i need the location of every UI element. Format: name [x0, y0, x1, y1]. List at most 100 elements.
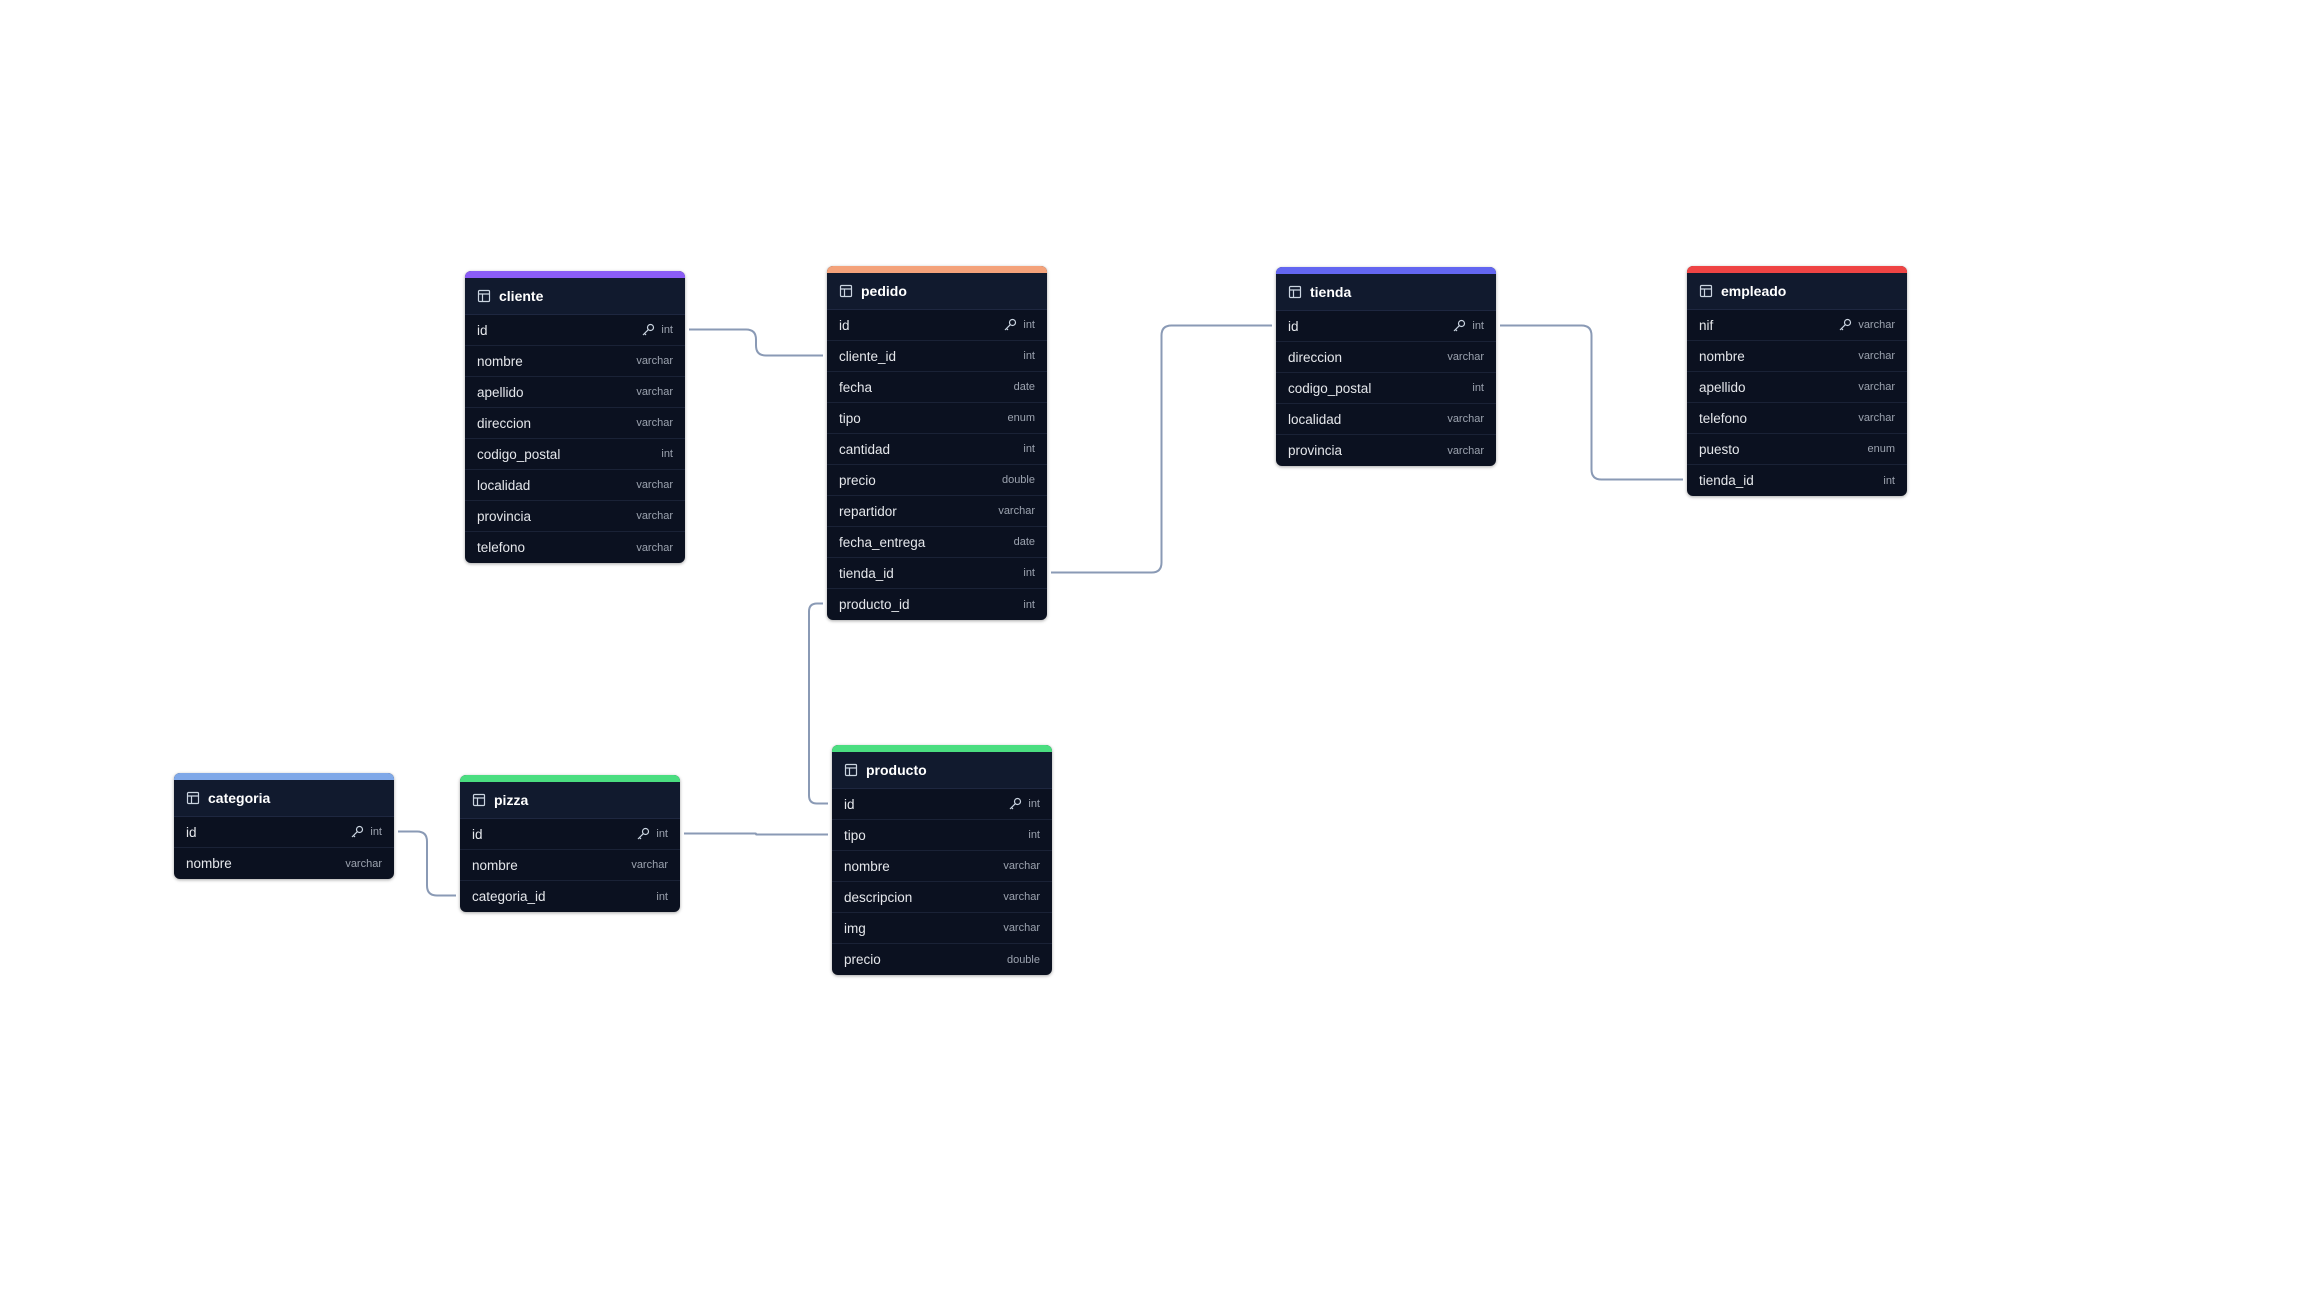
table-header[interactable]: categoria: [174, 780, 394, 817]
column-row-puesto[interactable]: puesto enum: [1687, 434, 1907, 465]
column-name: nombre: [1699, 348, 1745, 364]
column-row-precio[interactable]: precio double: [832, 944, 1052, 975]
column-row-localidad[interactable]: localidad varchar: [465, 470, 685, 501]
column-type: int: [1023, 598, 1035, 611]
column-row-fecha[interactable]: fecha date: [827, 372, 1047, 403]
column-name: tienda_id: [839, 565, 894, 581]
relation-pedido-tienda[interactable]: [1051, 324, 1272, 574]
column-type: varchar: [1858, 319, 1895, 331]
column-type: varchar: [636, 355, 673, 367]
column-type: int: [1023, 567, 1035, 579]
table-icon: [839, 284, 853, 298]
table-icon: [477, 289, 491, 303]
table-name: empleado: [1721, 283, 1787, 299]
table-header[interactable]: cliente: [465, 278, 685, 315]
column-name: fecha: [839, 379, 873, 395]
table-name: producto: [866, 762, 927, 778]
column-row-tienda-id[interactable]: tienda_id int: [827, 558, 1047, 589]
column-row-direccion[interactable]: direccion varchar: [1276, 342, 1496, 373]
table-header[interactable]: producto: [832, 752, 1052, 789]
table-color-bar: [465, 271, 685, 278]
column-type: varchar: [345, 857, 382, 870]
relation-categoria-pizza[interactable]: [398, 830, 456, 897]
column-name: localidad: [1288, 411, 1342, 427]
column-type: date: [1013, 381, 1035, 393]
table-header[interactable]: tienda: [1276, 274, 1496, 311]
column-name: puesto: [1699, 441, 1740, 457]
column-type: enum: [1007, 412, 1035, 424]
table-icon: [1288, 285, 1302, 299]
table-icon: [844, 763, 858, 777]
relation-pedido-producto[interactable]: [808, 602, 828, 805]
table-header[interactable]: pizza: [460, 782, 680, 819]
key-icon: [350, 825, 364, 839]
column-name: localidad: [477, 477, 531, 493]
column-type: enum: [1867, 443, 1895, 455]
column-name: id: [186, 824, 197, 840]
table-color-bar: [1687, 266, 1907, 273]
column-name: tienda_id: [1699, 473, 1754, 488]
column-name: id: [472, 826, 483, 842]
column-type: varchar: [1003, 922, 1040, 934]
relation-cliente-pedido[interactable]: [689, 328, 823, 357]
column-name: precio: [844, 952, 881, 967]
column-name: producto_id: [839, 597, 910, 612]
column-row-producto-id[interactable]: producto_id int: [827, 589, 1047, 620]
column-type: varchar: [636, 510, 673, 522]
column-type: double: [1006, 953, 1040, 966]
table-header[interactable]: empleado: [1687, 273, 1907, 310]
column-type: varchar: [1003, 891, 1040, 903]
column-name: nombre: [844, 858, 890, 874]
column-type: varchar: [1447, 351, 1484, 363]
table-header[interactable]: pedido: [827, 273, 1047, 310]
table-name: categoria: [208, 790, 271, 806]
column-name: direccion: [1288, 349, 1343, 365]
relation-tienda-empleado[interactable]: [1500, 324, 1683, 481]
column-type: varchar: [636, 479, 673, 491]
table-color-bar: [832, 745, 1052, 752]
column-type: date: [1013, 536, 1035, 548]
relation-pizza-producto[interactable]: [684, 832, 828, 836]
